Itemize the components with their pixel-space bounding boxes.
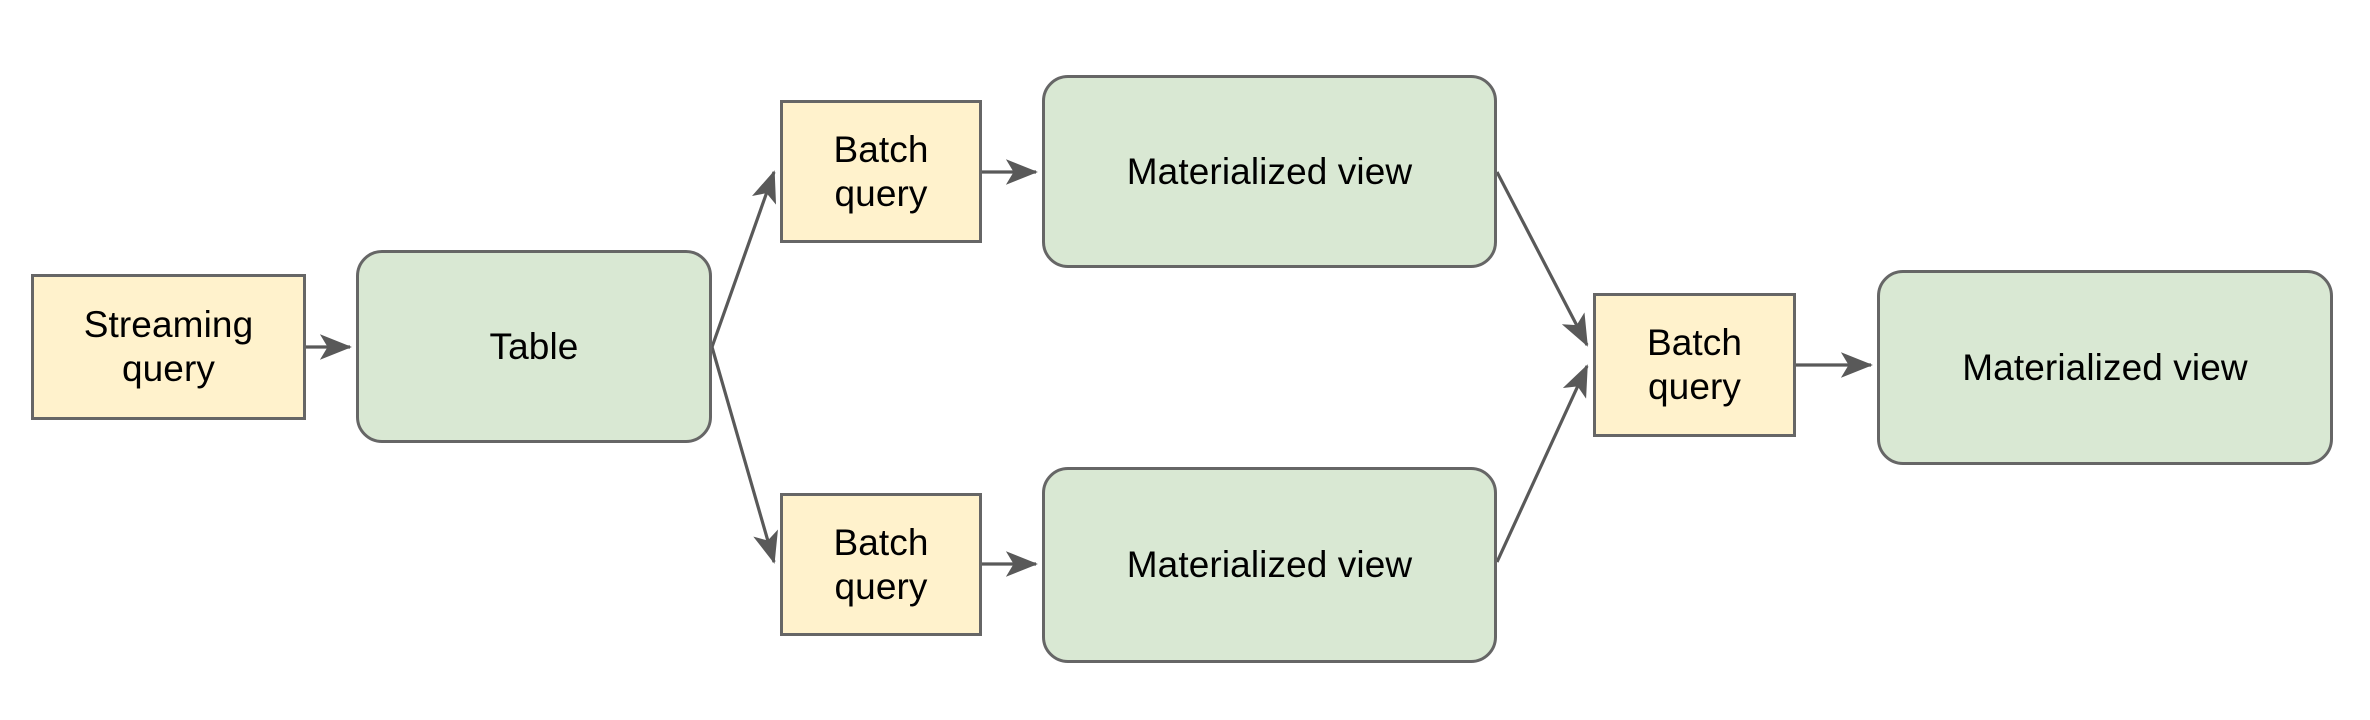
node-label: Batch query <box>833 521 929 607</box>
edge-materialized-view-bottom-to-batch-query-join <box>1495 364 1589 563</box>
edge-table-to-batch-query-top <box>710 170 777 348</box>
node-label: Batch query <box>833 128 929 214</box>
edge-table-to-batch-query-bottom <box>710 346 778 564</box>
node-table[interactable]: Table <box>356 250 712 443</box>
node-materialized-view-bottom[interactable]: Materialized view <box>1042 467 1497 663</box>
node-label: Table <box>489 325 579 367</box>
node-streaming-query[interactable]: Streaming query <box>31 274 306 420</box>
node-label: Batch query <box>1646 322 1743 407</box>
node-batch-query-bottom[interactable]: Batch query <box>780 493 982 636</box>
node-batch-query-join[interactable]: Batch query <box>1593 293 1796 437</box>
node-label: Materialized view <box>1962 346 2248 388</box>
node-materialized-view-top[interactable]: Materialized view <box>1042 75 1497 268</box>
node-batch-query-top[interactable]: Batch query <box>780 100 982 243</box>
edge-materialized-view-top-to-batch-query-join <box>1495 171 1589 347</box>
node-label: Materialized view <box>1126 150 1413 192</box>
node-label: Materialized view <box>1126 544 1413 586</box>
node-materialized-view-final[interactable]: Materialized view <box>1877 270 2333 465</box>
node-label: Streaming query <box>83 304 254 389</box>
